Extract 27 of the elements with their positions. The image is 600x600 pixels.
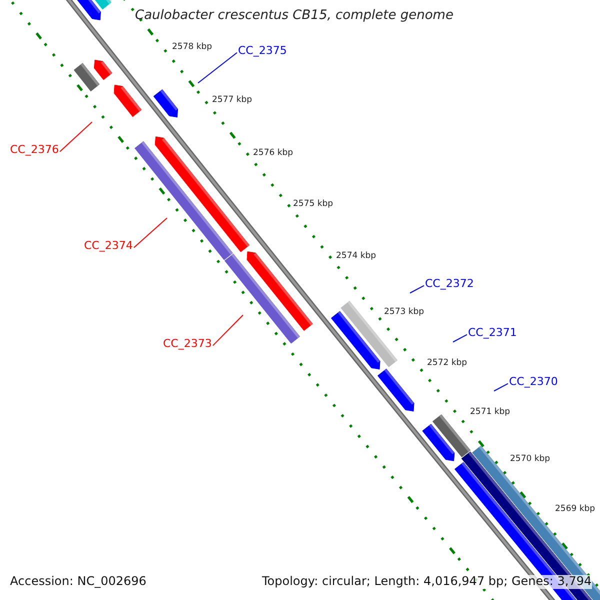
gene-label: CC_2372	[425, 278, 474, 291]
gene-label: CC_2374	[84, 240, 133, 253]
scale-label: 2574 kbp	[336, 252, 376, 262]
gene-label: CC_2373	[163, 338, 212, 351]
scale-label: 2576 kbp	[253, 149, 294, 159]
genome-stats-text: Topology: circular; Length: 4,016,947 bp; Genes: 3,794	[262, 575, 592, 589]
gene-label: CC_2375	[238, 45, 287, 58]
leader-line	[212, 314, 244, 346]
scale-label: 2577 kbp	[212, 96, 252, 106]
leader-line	[410, 285, 424, 294]
leader-line	[198, 52, 238, 84]
scale-label: 2572 kbp	[427, 359, 468, 369]
map-title: Caulobacter crescentus CB15, complete genome	[135, 9, 454, 24]
scale-label: 2570 kbp	[510, 455, 550, 465]
scale-label: 2578 kbp	[172, 43, 212, 53]
leader-line	[494, 383, 508, 392]
gene-label: CC_2376	[10, 144, 59, 157]
scale-label: 2575 kbp	[293, 200, 334, 210]
scale-label: 2569 kbp	[555, 505, 596, 515]
scale-label: 2571 kbp	[470, 408, 510, 418]
leader-line	[133, 218, 168, 248]
scale-label: 2573 kbp	[384, 308, 424, 318]
gene-label: CC_2371	[468, 327, 517, 340]
leader-line	[59, 122, 92, 152]
leader-line	[452, 334, 468, 342]
gene-label: CC_2370	[509, 376, 558, 389]
accession-text: Accession: NC_002696	[10, 575, 146, 589]
